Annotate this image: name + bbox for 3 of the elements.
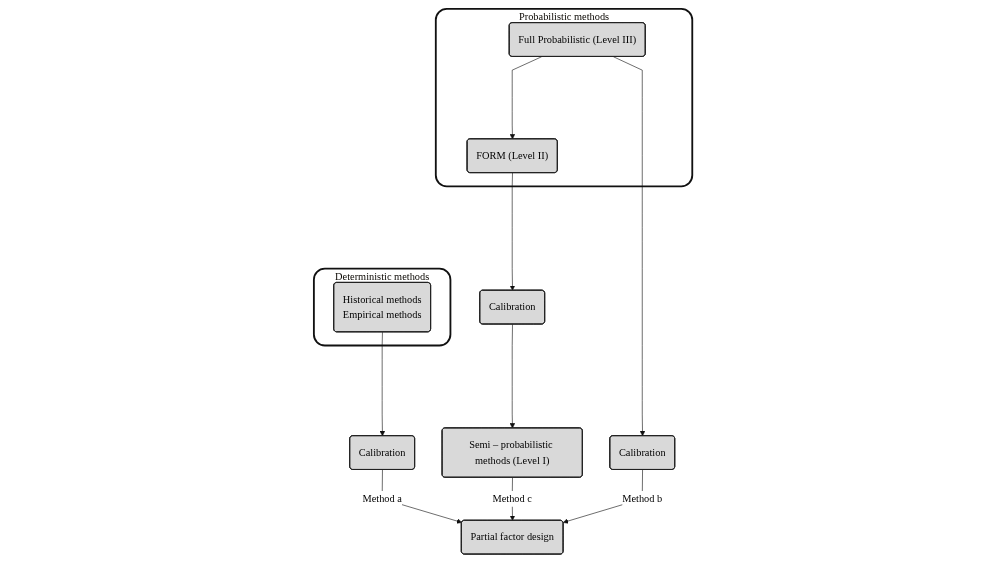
edge-label: Method a <box>362 492 403 505</box>
edge-label: Method c <box>492 492 533 505</box>
edge-label: Method b <box>622 492 663 505</box>
